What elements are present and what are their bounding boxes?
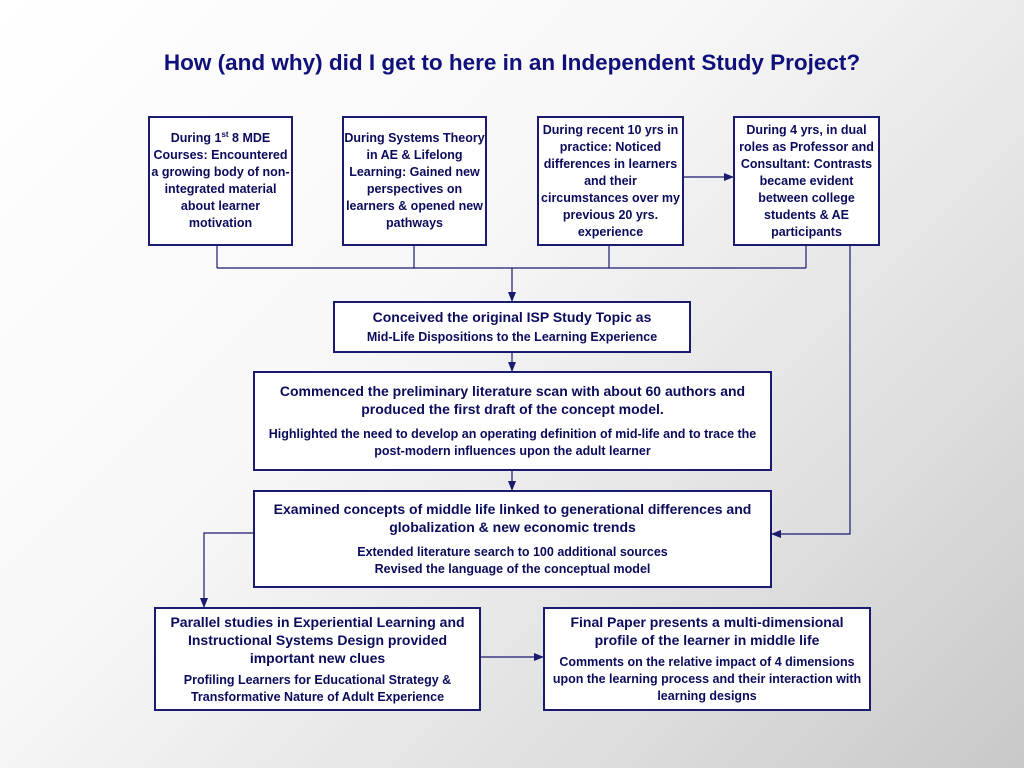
box-mde-courses: During 1st 8 MDE Courses: Encountered a …	[148, 116, 293, 246]
box-systems-theory-text: During Systems Theory in AE & Lifelong L…	[344, 131, 485, 230]
slide-title: How (and why) did I get to here in an In…	[163, 50, 861, 75]
connector-examined-to-parallel	[200, 532, 253, 608]
final-para2: Comments on the relative impact of 4 dim…	[552, 655, 862, 703]
connector-box4-to-examined	[771, 246, 851, 538]
box-conceived: Conceived the original ISP Study Topic a…	[333, 301, 691, 353]
box-systems-theory: During Systems Theory in AE & Lifelong L…	[342, 116, 487, 246]
box-dual-roles-text: During 4 yrs, in dual roles as Professor…	[739, 122, 874, 239]
examined-para1: Examined concepts of middle life linked …	[273, 501, 752, 535]
parallel-para2: Profiling Learners for Educational Strat…	[183, 672, 452, 704]
commenced-para2: Highlighted the need to develop an opera…	[268, 427, 757, 458]
examined-line3: Revised the language of the conceptual m…	[374, 562, 651, 576]
box-commenced: Commenced the preliminary literature sca…	[253, 371, 772, 471]
conceived-line2: Mid-Life Dispositions to the Learning Ex…	[366, 330, 658, 344]
box-practice: During recent 10 yrs in practice: Notice…	[537, 116, 684, 246]
box-mde-courses-sup: st	[221, 129, 229, 139]
box-parallel: Parallel studies in Experiential Learnin…	[154, 607, 481, 711]
box-examined: Examined concepts of middle life linked …	[253, 490, 772, 588]
box-dual-roles: During 4 yrs, in dual roles as Professor…	[733, 116, 880, 246]
box-final: Final Paper presents a multi-dimensional…	[543, 607, 871, 711]
commenced-para1: Commenced the preliminary literature sca…	[279, 383, 746, 417]
final-para1: Final Paper presents a multi-dimensional…	[570, 614, 844, 648]
conceived-line1: Conceived the original ISP Study Topic a…	[372, 309, 652, 325]
examined-line2: Extended literature search to 100 additi…	[357, 545, 668, 559]
box-practice-text: During recent 10 yrs in practice: Notice…	[541, 122, 680, 239]
box-mde-courses-pre: During 1	[170, 131, 222, 145]
parallel-para1: Parallel studies in Experiential Learnin…	[170, 613, 465, 666]
box-mde-courses-post: 8 MDE Courses: Encountered a growing bod…	[151, 131, 290, 230]
